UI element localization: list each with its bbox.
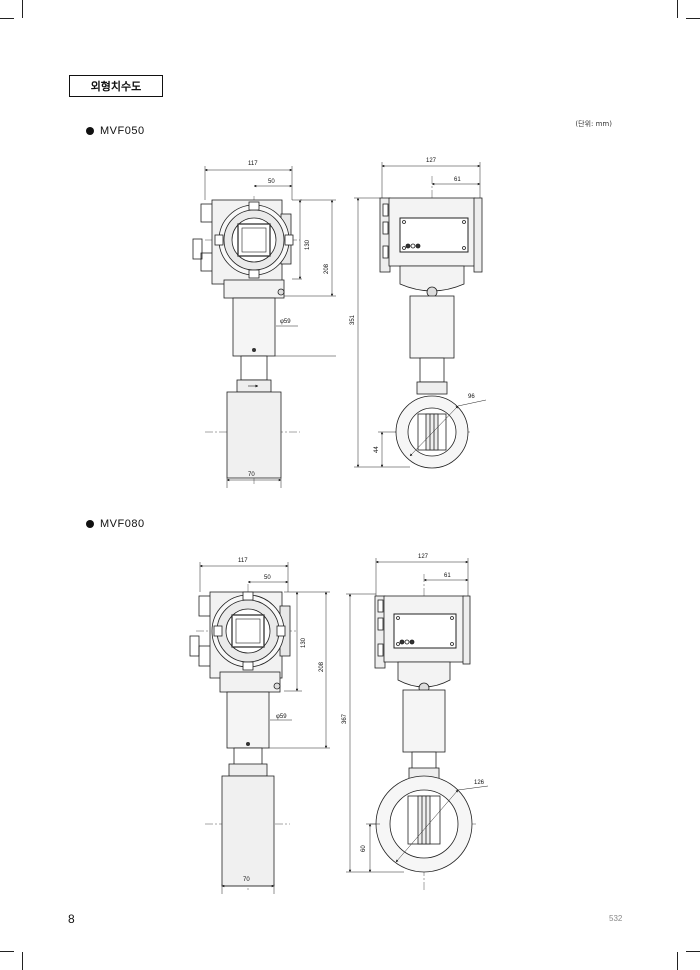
dim-label: 130 [305,239,311,250]
dim-label: 351 [350,314,356,325]
dim-label: 44 [374,446,380,453]
model-label: MVF050 [100,125,145,137]
dim-label: 367 [342,713,348,724]
bullet-icon [86,520,94,528]
unit-note: (단위: mm) [575,120,612,128]
crop-mark [677,0,678,18]
dim-label: φ59 [280,319,291,325]
mvf080-front-dimensions [199,562,330,894]
crop-mark [686,18,700,19]
dim-label: 208 [319,661,325,672]
dim-label: 50 [264,575,271,581]
crop-mark [686,951,700,952]
dim-label: 208 [324,263,330,274]
dim-label: φ59 [276,714,287,720]
mvf050-side-view [379,176,483,470]
dim-label: 61 [454,177,461,183]
bullet-icon [86,127,94,135]
mvf050-side-dimensions [354,162,487,468]
dim-label: 130 [301,637,307,648]
crop-mark [0,18,14,19]
model-label: MVF080 [100,518,145,530]
crop-mark [22,0,23,18]
model-heading-mvf050: MVF050 [86,125,145,137]
crop-mark [22,952,23,970]
crop-mark [0,951,14,952]
dim-label: 61 [444,573,451,579]
dim-label: 127 [426,158,437,164]
mvf080-front-view [189,584,296,892]
document-number: 532 [609,914,623,923]
model-heading-mvf080: MVF080 [86,518,145,530]
dim-label: 70 [248,472,255,478]
crop-mark [677,952,678,970]
dim-label: 50 [268,179,275,185]
dim-label: 70 [243,877,250,883]
mvf080-side-dimensions [346,558,489,873]
dim-label: 117 [248,161,258,167]
mvf050-front-dimensions [204,166,336,488]
dim-label: 127 [418,554,429,560]
dim-label: 96 [468,394,475,400]
dim-label: 60 [361,845,367,852]
section-title: 외형치수도 [69,75,163,97]
dim-label: 126 [474,780,485,786]
mvf080-side-view [370,574,478,890]
mvf050-front-view [192,196,300,484]
dim-label: 117 [238,558,248,564]
page-number: 8 [68,912,75,926]
